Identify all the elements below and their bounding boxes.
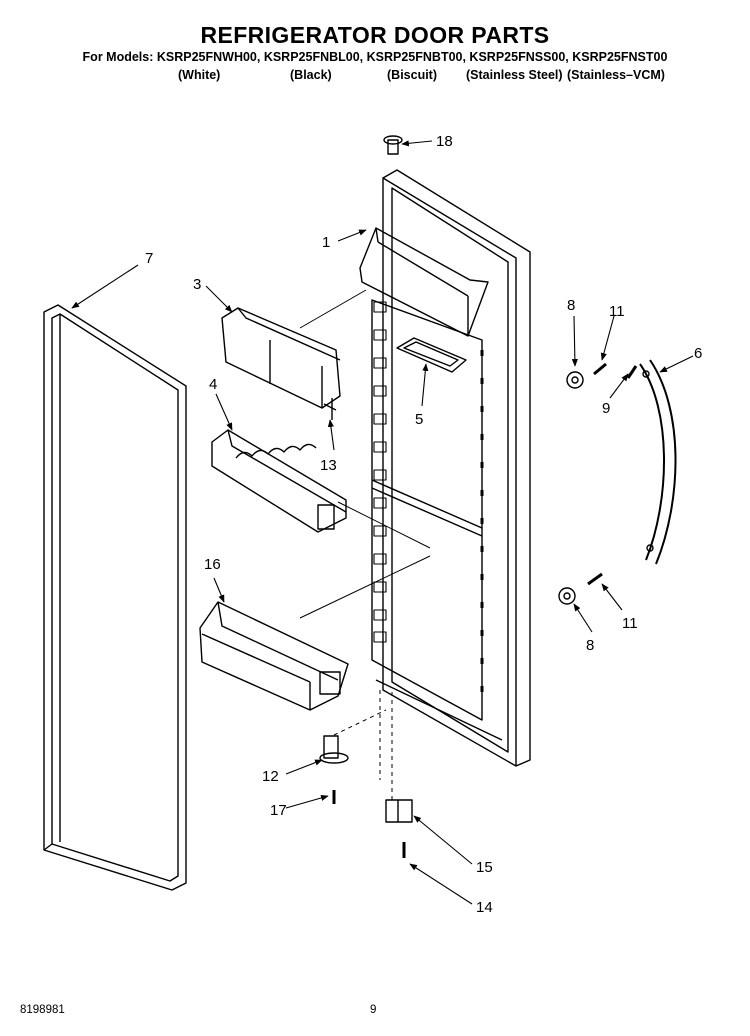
page-number: 9 xyxy=(370,1004,377,1016)
callout-1: 1 xyxy=(322,234,330,251)
callout-4: 4 xyxy=(209,376,217,393)
variant-stainless-vcm: (Stainless–VCM) xyxy=(567,68,665,82)
callout-labels: 18 1 3 4 5 7 6 8 11 9 16 13 12 17 15 14 … xyxy=(145,133,702,916)
variant-white: (White) xyxy=(178,68,221,82)
callout-7: 7 xyxy=(145,250,153,267)
callout-3: 3 xyxy=(193,276,201,293)
callout-13: 13 xyxy=(320,457,337,474)
hinge-pin xyxy=(323,398,337,420)
document-number: 8198981 xyxy=(20,1004,65,1016)
egg-tray xyxy=(211,429,347,533)
door-handle xyxy=(639,359,677,565)
door-plug xyxy=(383,135,403,155)
lower-door-hinge xyxy=(385,799,413,823)
liner-shelf-clips xyxy=(373,301,484,700)
callout-14: 14 xyxy=(476,899,493,916)
callout-11-upper: 11 xyxy=(609,303,625,320)
upper-door-hinge xyxy=(319,735,349,764)
callout-11-lower: 11 xyxy=(622,615,638,632)
callout-17: 17 xyxy=(270,802,287,819)
handle-spacers xyxy=(558,371,584,605)
callout-9: 9 xyxy=(602,400,610,417)
variant-row: (White) (Black) (Biscuit) (Stainless Ste… xyxy=(0,68,750,84)
variant-stainless-steel: (Stainless Steel) xyxy=(466,68,563,82)
leader-arrows xyxy=(71,140,694,905)
dairy-door xyxy=(221,307,341,409)
callout-18: 18 xyxy=(436,133,453,150)
callout-5: 5 xyxy=(415,411,423,428)
door-liner xyxy=(359,169,531,767)
variant-biscuit: (Biscuit) xyxy=(387,68,437,82)
models-line: For Models: KSRP25FNWH00, KSRP25FNBL00, … xyxy=(82,50,668,64)
connector-lines xyxy=(299,289,431,619)
door-gasket xyxy=(43,304,187,891)
callout-8-upper: 8 xyxy=(567,297,575,314)
callout-15: 15 xyxy=(476,859,493,876)
variant-black: (Black) xyxy=(290,68,332,82)
callout-16: 16 xyxy=(204,556,221,573)
handle-screws xyxy=(587,362,638,586)
door-bin xyxy=(199,601,349,711)
callout-8-lower: 8 xyxy=(586,637,594,654)
assembly-lines xyxy=(333,690,393,800)
callout-12: 12 xyxy=(262,768,279,785)
callout-6: 6 xyxy=(694,345,702,362)
dairy-tray xyxy=(396,337,467,373)
hinge-screws xyxy=(332,790,406,858)
page-title: REFRIGERATOR DOOR PARTS xyxy=(200,22,550,48)
